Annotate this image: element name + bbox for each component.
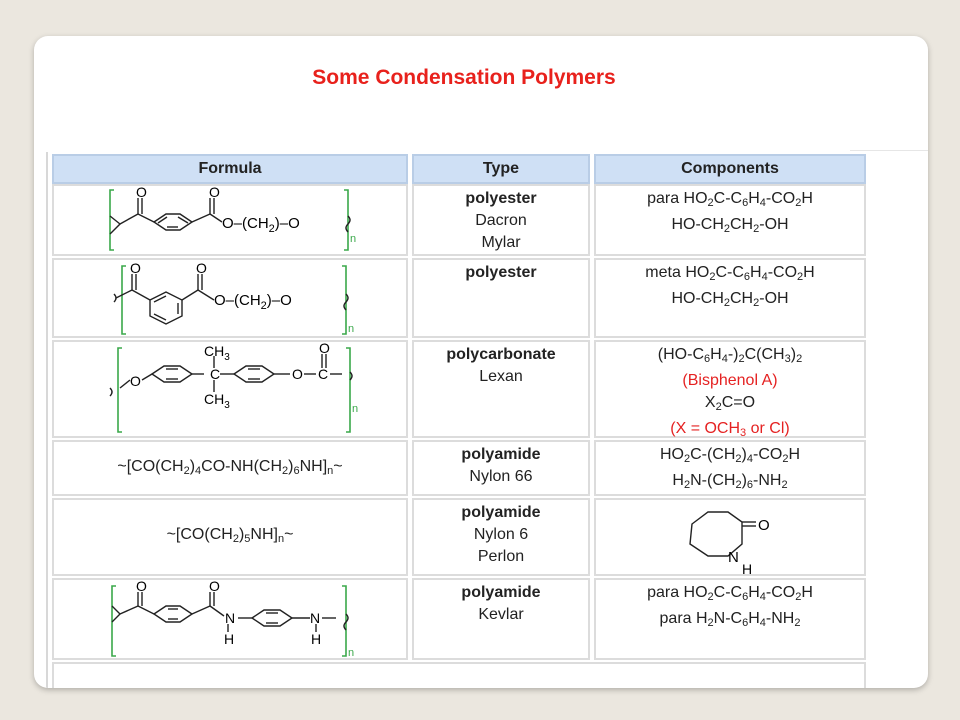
row6-n: n (348, 647, 354, 659)
row4-type-cell: polyamide Nylon 66 (412, 440, 590, 496)
row2-comp-1: meta HO2C-C6H4-CO2H (645, 264, 815, 283)
row3-components-cell: (HO-C6H4-)2C(CH3)2 (Bisphenol A) X2C=O (… (594, 340, 866, 439)
row7-partial (52, 662, 866, 688)
row6-comp-2: para H2N-C6H4-NH2 (659, 610, 801, 629)
lactam-o: O (758, 517, 770, 534)
row1-o1: O (136, 186, 147, 200)
row6-comp-1: para HO2C-C6H4-CO2H (647, 584, 813, 603)
row3-c2: C (318, 366, 328, 382)
row1-comp-2: HO-CH2CH2-OH (671, 216, 789, 235)
row3-comp-3: X2C=O (704, 394, 756, 413)
row6-type-name: Kevlar (478, 606, 524, 623)
header-components: Components (594, 154, 866, 184)
row1-type-main: polyester (465, 190, 537, 207)
row2-structure: O O O–(CH2)–O n (113, 260, 354, 335)
slide-card: Some Condensation Polymers Formula Type … (34, 36, 928, 688)
row3-formula-cell: O C CH3 CH3 O C O n (52, 340, 408, 438)
row6-formula-cell: O O N H N H n (52, 578, 408, 660)
row6-h2: H (311, 631, 321, 647)
row1-type-cell: polyester Dacron Mylar (412, 184, 590, 256)
row1-type-name: Dacron (475, 212, 527, 229)
row3-o1: O (130, 373, 141, 389)
row5-components-cell: O N H (594, 498, 866, 577)
row2-formula-cell: O O O–(CH2)–O n (52, 258, 408, 338)
row3-n: n (352, 403, 358, 415)
row3-o3: O (319, 342, 330, 356)
row6-components-cell: para HO2C-C6H4-CO2H para H2N-C6H4-NH2 (594, 578, 866, 660)
row5-type-name: Nylon 6 (473, 526, 529, 543)
row6-o2: O (209, 580, 220, 594)
row1-comp-1: para HO2C-C6H4-CO2H (647, 190, 813, 209)
row6-type-main: polyamide (461, 584, 541, 601)
row5-formula: ~[CO(CH2)5NH]n~ (166, 526, 294, 545)
row2-o2: O (196, 260, 207, 276)
row4-type-main: polyamide (461, 446, 541, 463)
row2-type-main: polyester (465, 264, 537, 281)
row1-chain: O–(CH2)–O (222, 215, 300, 235)
row3-type-cell: polycarbonate Lexan (412, 340, 590, 438)
row6-n2: N (310, 610, 320, 626)
row6-n1: N (225, 610, 235, 626)
row1-structure: O O O–(CH2)–O n (109, 186, 356, 251)
header-type: Type (412, 154, 590, 184)
header-formula: Formula (52, 154, 408, 184)
row2-chain: O–(CH2)–O (214, 292, 292, 312)
row4-components-cell: HO2C-(CH2)4-CO2H H2N-(CH2)6-NH2 (594, 440, 866, 496)
row6-structure: O O N H N H n (111, 580, 354, 659)
row3-comp-2: (Bisphenol A) (682, 372, 778, 389)
row6-o1: O (136, 580, 147, 594)
row3-structure: O C CH3 CH3 O C O n (109, 342, 358, 433)
slide-title: Some Condensation Polymers (312, 66, 616, 89)
row2-type-cell: polyester (412, 258, 590, 338)
row3-comp-1: (HO-C6H4-)2C(CH3)2 (657, 346, 803, 365)
row3-comp-4: (X = OCH3 or Cl) (670, 420, 790, 439)
row1-components-cell: para HO2C-C6H4-CO2H HO-CH2CH2-OH (594, 184, 866, 256)
row4-comp-2: H2N-(CH2)6-NH2 (672, 472, 788, 491)
row6-h1: H (224, 631, 234, 647)
row6-type-cell: polyamide Kevlar (412, 578, 590, 660)
row3-type-name: Lexan (479, 368, 523, 385)
row4-comp-1: HO2C-(CH2)4-CO2H (659, 446, 801, 465)
row3-o2: O (292, 366, 303, 382)
row2-o1: O (130, 260, 141, 276)
row1-type-name2: Mylar (481, 234, 521, 251)
lactam-h: H (742, 561, 752, 577)
row3-c: C (210, 366, 220, 382)
row1-n: n (350, 233, 356, 245)
caprolactam-structure: O N H (689, 511, 770, 577)
row1-formula-cell: O O O–(CH2)–O n (52, 184, 408, 256)
polymer-table: Formula Type Components (46, 152, 868, 688)
row3-ch3-bottom: CH3 (204, 391, 230, 411)
row4-formula-cell: ~[CO(CH2)4CO-NH(CH2)6NH]n~ (52, 440, 408, 496)
row3-ch3-top: CH3 (204, 343, 230, 363)
row3-type-main: polycarbonate (446, 346, 556, 363)
row2-n: n (348, 323, 354, 335)
row5-type-cell: polyamide Nylon 6 Perlon (412, 498, 590, 576)
row5-type-main: polyamide (461, 504, 541, 521)
row2-components-cell: meta HO2C-C6H4-CO2H HO-CH2CH2-OH (594, 258, 866, 338)
row4-type-name: Nylon 66 (469, 468, 533, 485)
row4-formula: ~[CO(CH2)4CO-NH(CH2)6NH]n~ (117, 458, 343, 477)
divider-line (850, 150, 928, 151)
row5-formula-cell: ~[CO(CH2)5NH]n~ (52, 498, 408, 576)
row2-comp-2: HO-CH2CH2-OH (671, 290, 789, 309)
row5-type-name2: Perlon (477, 548, 525, 565)
lactam-n: N (728, 549, 739, 566)
row1-o2: O (209, 186, 220, 200)
